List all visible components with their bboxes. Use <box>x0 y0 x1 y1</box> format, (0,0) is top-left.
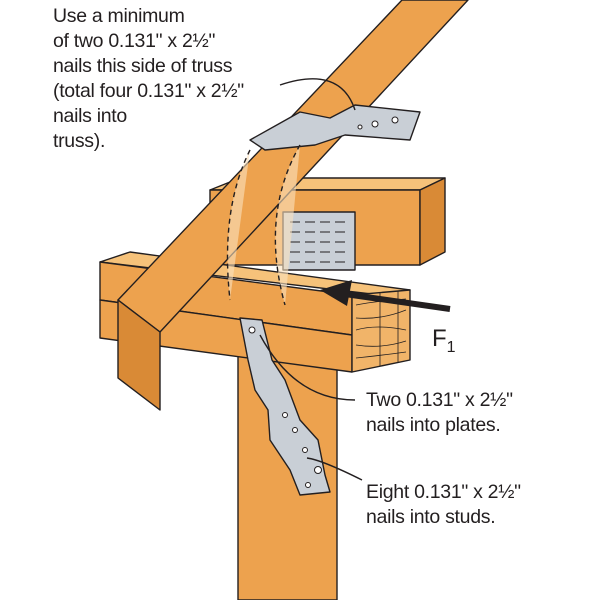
force-arrow <box>320 280 451 312</box>
leader-plates <box>259 334 356 401</box>
callout-line: Eight 0.131" x 2½" <box>366 481 521 503</box>
leader-truss <box>279 78 356 111</box>
plate-nails-callout: Two 0.131" x 2½" nails into plates. <box>366 388 513 438</box>
callout-line: nails this side of truss <box>53 55 233 77</box>
callout-line: Use a minimum <box>53 5 185 27</box>
callout-line: nails into plates. <box>366 414 501 436</box>
truss-chord-end <box>117 299 161 411</box>
truss-nails-callout: Use a minimum of two 0.131" x 2½" nails th… <box>53 4 244 154</box>
truss-connector-plate <box>282 211 356 271</box>
truss-plate-slots <box>290 221 345 263</box>
callout-line: nails into <box>53 105 127 127</box>
plate-end-grain <box>351 289 411 373</box>
callout-line: truss). <box>53 130 106 152</box>
callout-line: Two 0.131" x 2½" <box>366 389 513 411</box>
force-letter: F <box>432 325 447 352</box>
leader-studs <box>306 457 363 481</box>
stud-nails-callout: Eight 0.131" x 2½" nails into studs. <box>366 480 521 530</box>
callout-line: nails into studs. <box>366 506 496 528</box>
force-label: F1 <box>432 325 456 357</box>
strap-hidden-outline <box>226 144 301 306</box>
callout-line: (total four 0.131" x 2½" <box>53 80 244 102</box>
back-beam-end <box>419 177 446 266</box>
callout-line: of two 0.131" x 2½" <box>53 30 216 52</box>
force-subscript: 1 <box>446 338 456 356</box>
strap-upper <box>249 104 421 151</box>
